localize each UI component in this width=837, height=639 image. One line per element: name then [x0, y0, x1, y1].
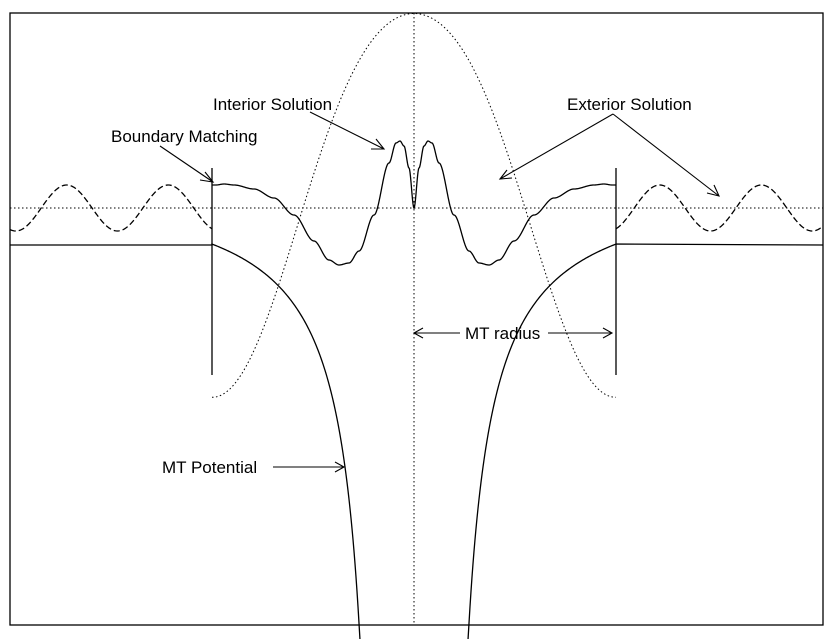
mt-potential-label: MT Potential [162, 458, 257, 477]
mt-radius-label: MT radius [465, 324, 540, 343]
exterior-solution-curve [9, 184, 824, 232]
mt-potential-arrow [273, 461, 346, 473]
interior-solution-label: Interior Solution [213, 95, 332, 114]
exterior-solution-arrow-right [612, 113, 720, 197]
boundary-matching-label: Boundary Matching [111, 127, 257, 146]
mt-potential-curve [10, 243, 824, 639]
boundary-matching-arrow [159, 145, 215, 183]
mt-radius-arrow [412, 327, 614, 339]
interior-solution-arrow [309, 111, 386, 150]
exterior-solution-arrow-left [498, 113, 614, 180]
interior-solution-curve [212, 140, 616, 266]
plot-frame [9, 12, 824, 626]
exterior-solution-label: Exterior Solution [567, 95, 692, 114]
